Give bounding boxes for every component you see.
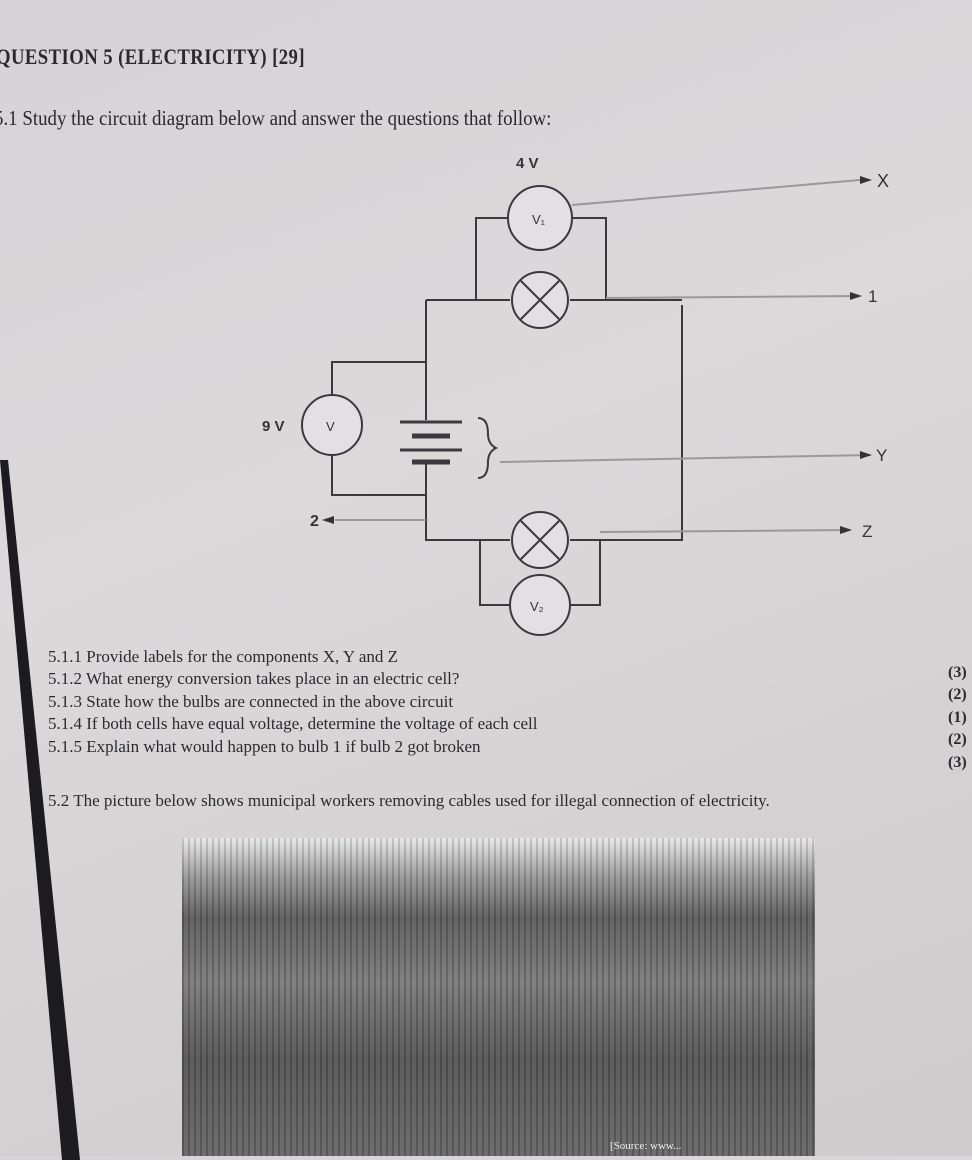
- v-label: V: [326, 419, 335, 434]
- label-1: 1: [868, 287, 877, 306]
- marks-5-1-4: (2): [948, 731, 967, 748]
- label-x: X: [877, 171, 889, 191]
- v1-label: V₁: [532, 212, 546, 227]
- cell-brace: [477, 417, 499, 479]
- question-title: QUESTION 5 (ELECTRICITY) [29]: [0, 44, 305, 69]
- circuit-diagram: 4 V V₁ 9 V V V₂ X 1 Y 2 Z: [262, 155, 889, 636]
- voltmeter-v2: [509, 574, 571, 636]
- marks-5-1-3: (1): [948, 709, 967, 726]
- v2-label: V₂: [530, 599, 544, 614]
- question-5-2: 5.2 The picture below shows municipal wo…: [48, 791, 770, 810]
- bulb-2: [511, 511, 569, 569]
- page-edge: [0, 460, 80, 1160]
- battery-icon: [400, 420, 462, 465]
- arrow-icon: [860, 176, 872, 184]
- pointer-line-x: [571, 179, 861, 206]
- question-5-1-4: 5.1.4 If both cells have equal voltage, …: [48, 714, 538, 733]
- marks-5-1-5: (3): [948, 754, 967, 771]
- arrow-icon: [850, 292, 862, 300]
- v1-value: 4 V: [516, 155, 539, 172]
- bulb-1: [511, 271, 569, 329]
- v-value: 9 V: [262, 418, 285, 435]
- arrow-icon: [322, 516, 334, 524]
- arrow-icon: [860, 451, 872, 459]
- label-2: 2: [310, 513, 319, 530]
- label-y: Y: [876, 446, 887, 465]
- question-5-1-5: 5.1.5 Explain what would happen to bulb …: [48, 737, 481, 756]
- question-5-1-2: 5.1.2 What energy conversion takes place…: [48, 669, 460, 688]
- question-intro: 5.1 Study the circuit diagram below and …: [0, 106, 552, 130]
- wire: [475, 217, 607, 300]
- arrow-icon: [840, 526, 852, 534]
- marks-5-1-1: (3): [948, 664, 967, 681]
- question-5-1-1: 5.1.1 Provide labels for the components …: [48, 647, 399, 666]
- voltmeter-v: [301, 394, 363, 456]
- label-z: Z: [862, 522, 872, 541]
- voltmeter-v1: [507, 185, 573, 251]
- workers-photo: [182, 838, 815, 1156]
- question-5-1-3: 5.1.3 State how the bulbs are connected …: [48, 692, 454, 711]
- marks-5-1-2: (2): [948, 686, 967, 703]
- source-caption: [Source: www...: [610, 1140, 682, 1152]
